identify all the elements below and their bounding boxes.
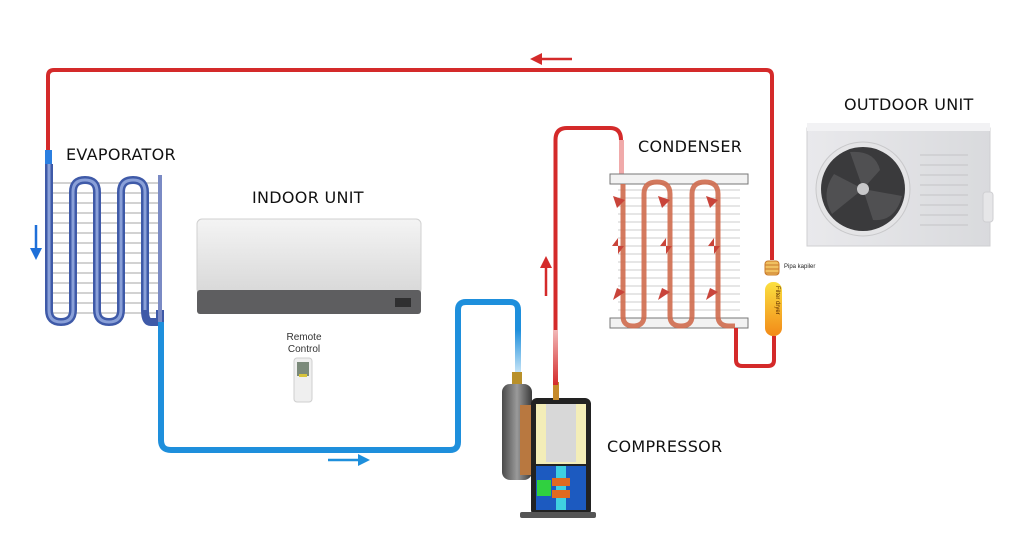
outdoor-unit — [806, 123, 994, 247]
remote-control-label: Remote Control — [282, 332, 326, 356]
condenser-label: CONDENSER — [638, 137, 743, 156]
filter-dryer-label: Filter dryer — [774, 286, 780, 315]
arrow-up-icon — [540, 256, 552, 296]
cold-suction-line — [158, 299, 521, 453]
compressor — [502, 372, 596, 518]
liquid-line — [734, 328, 776, 368]
capillary-pipe — [764, 260, 780, 276]
filter-dryer: Filter dryer — [765, 282, 782, 336]
evaporator-label: EVAPORATOR — [66, 145, 176, 164]
condenser-coil — [609, 173, 749, 329]
arrow-right-icon — [328, 454, 370, 466]
indoor-unit-label: INDOOR UNIT — [252, 188, 364, 207]
arrow-down-icon — [30, 225, 42, 260]
outdoor-unit-label: OUTDOOR UNIT — [844, 95, 974, 114]
compressor-label: COMPRESSOR — [607, 437, 723, 456]
arrow-left-icon — [530, 53, 572, 65]
remote-control — [293, 357, 313, 403]
indoor-unit — [196, 218, 422, 314]
evaporator-coil — [45, 150, 164, 327]
remote-control-label-line1: Remote — [286, 332, 322, 343]
hot-return-line — [46, 68, 774, 260]
hot-discharge-line — [553, 126, 624, 385]
remote-control-label-line2: Control — [287, 344, 321, 355]
capillary-pipe-label: Pipa kapiler — [784, 264, 816, 270]
